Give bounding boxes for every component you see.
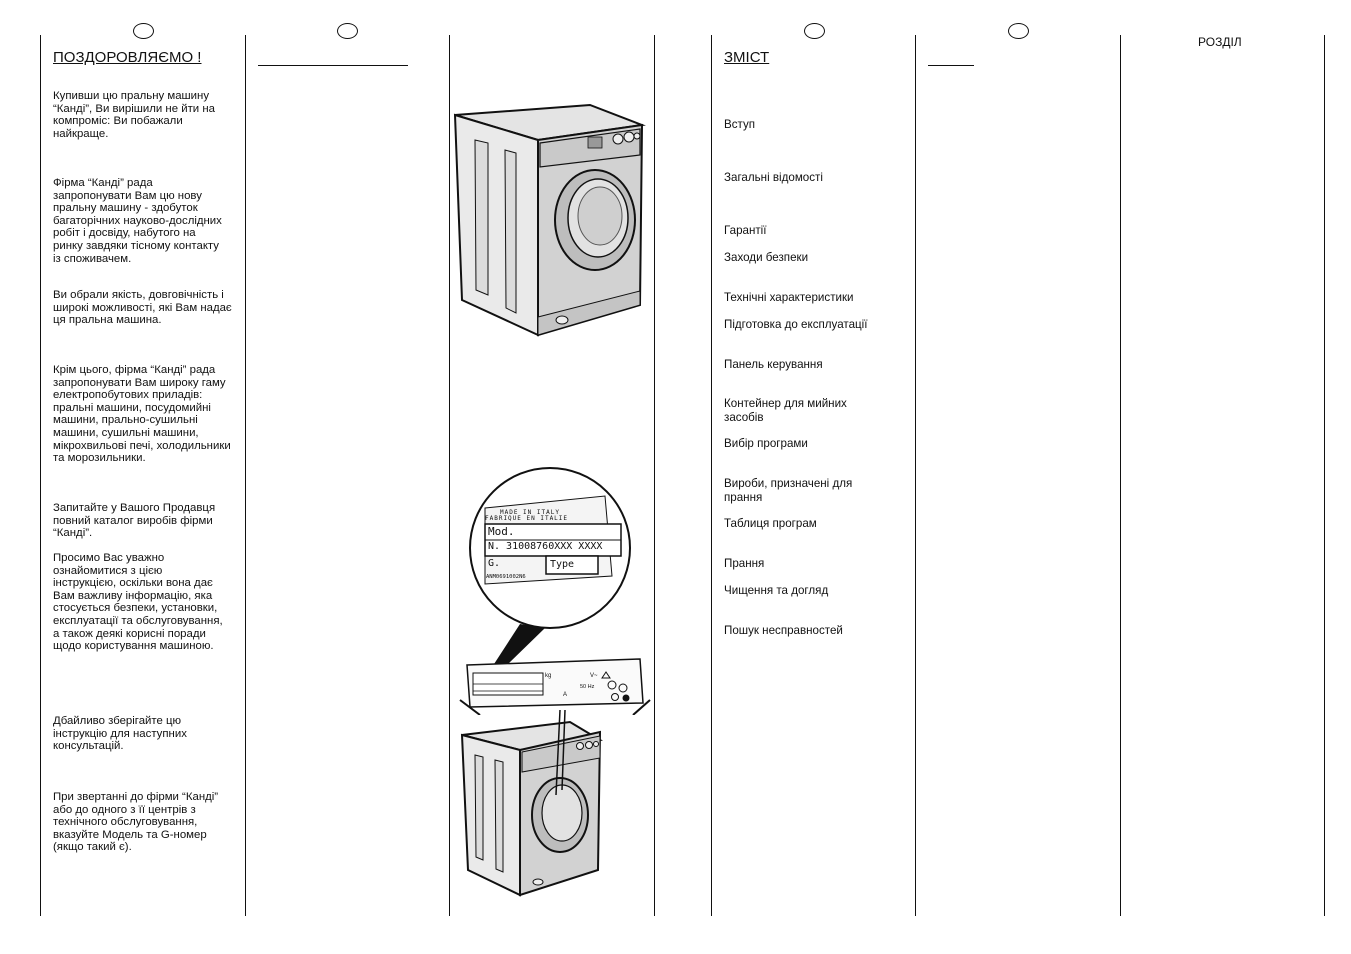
rating-label-magnifier <box>469 467 631 701</box>
plate-a: A <box>563 692 568 698</box>
toc-item: Контейнер для мийних засобів <box>724 397 847 424</box>
section-header: РОЗДІЛ <box>1198 35 1242 49</box>
toc-item: Технічні характеристики <box>724 291 854 304</box>
page-title: ПОЗДОРОВЛЯЄМО ! <box>53 49 202 66</box>
toc-item: Пошук несправностей <box>724 624 843 637</box>
header-rule <box>258 65 408 66</box>
toc-item: Підготовка до експлуатації <box>724 318 868 331</box>
plate-hz: 50 Hz <box>580 684 595 690</box>
column-divider <box>40 35 41 916</box>
intro-paragraph: Дбайливо зберігайте цю інструкцію для на… <box>53 715 187 753</box>
label-fabrique: FABRIQUE EN ITALIE <box>485 515 569 522</box>
toc-item: Таблиця програм <box>724 517 817 530</box>
intro-paragraph: Купивши цю пральну машину “Канді”, Ви ви… <box>53 90 215 140</box>
intro-paragraph: Запитайте у Вашого Продавця повний катал… <box>53 502 216 540</box>
language-flag-oval <box>1008 23 1029 39</box>
column-divider <box>654 35 655 916</box>
intro-paragraph: Фірма “Канді” рада запропонувати Вам цю … <box>53 177 222 265</box>
plate-kg: kg <box>545 673 552 679</box>
column-divider <box>449 35 450 916</box>
toc-item: Вибір програми <box>724 437 808 450</box>
contents-title: ЗМІСТ <box>724 49 770 66</box>
column-divider <box>915 35 916 916</box>
column-divider <box>1324 35 1325 916</box>
language-flag-oval <box>133 23 154 39</box>
label-number: N. 31008760XXX XXXX <box>488 541 603 552</box>
toc-item: Панель керування <box>724 358 823 371</box>
language-flag-oval <box>337 23 358 39</box>
intro-paragraph: Крім цього, фірма “Канді” рада запропону… <box>53 364 231 465</box>
washing-machine-illustration <box>453 103 646 337</box>
column-divider <box>245 35 246 916</box>
column-divider <box>1120 35 1121 916</box>
toc-item: Вироби, призначені для прання <box>724 477 853 504</box>
header-rule <box>928 65 974 66</box>
toc-item: Заходи безпеки <box>724 251 809 264</box>
toc-item: Гарантії <box>724 224 767 237</box>
toc-item: Чищення та догляд <box>724 584 829 597</box>
label-type: Type <box>550 559 575 570</box>
label-code: ANM0691002N6 <box>486 574 526 580</box>
plate-v: V~ <box>590 673 598 679</box>
toc-item: Загальні відомості <box>724 171 823 184</box>
language-flag-oval <box>804 23 825 39</box>
toc-item: Прання <box>724 557 765 570</box>
label-made-in: MADE IN ITALY <box>500 509 560 516</box>
intro-paragraph: Ви обрали якість, довговічність і широкі… <box>53 289 232 327</box>
rating-plate <box>459 658 651 715</box>
column-divider <box>711 35 712 916</box>
toc-item: Вступ <box>724 118 756 131</box>
washing-machine-bottom-illustration <box>460 710 603 897</box>
label-mod: Mod. <box>488 525 515 538</box>
label-g: G. <box>488 558 501 569</box>
intro-paragraph: При звертанні до фірми “Канді” або до од… <box>53 791 219 854</box>
intro-paragraph: Просимо Вас уважно ознайомитися з цією і… <box>53 552 223 653</box>
